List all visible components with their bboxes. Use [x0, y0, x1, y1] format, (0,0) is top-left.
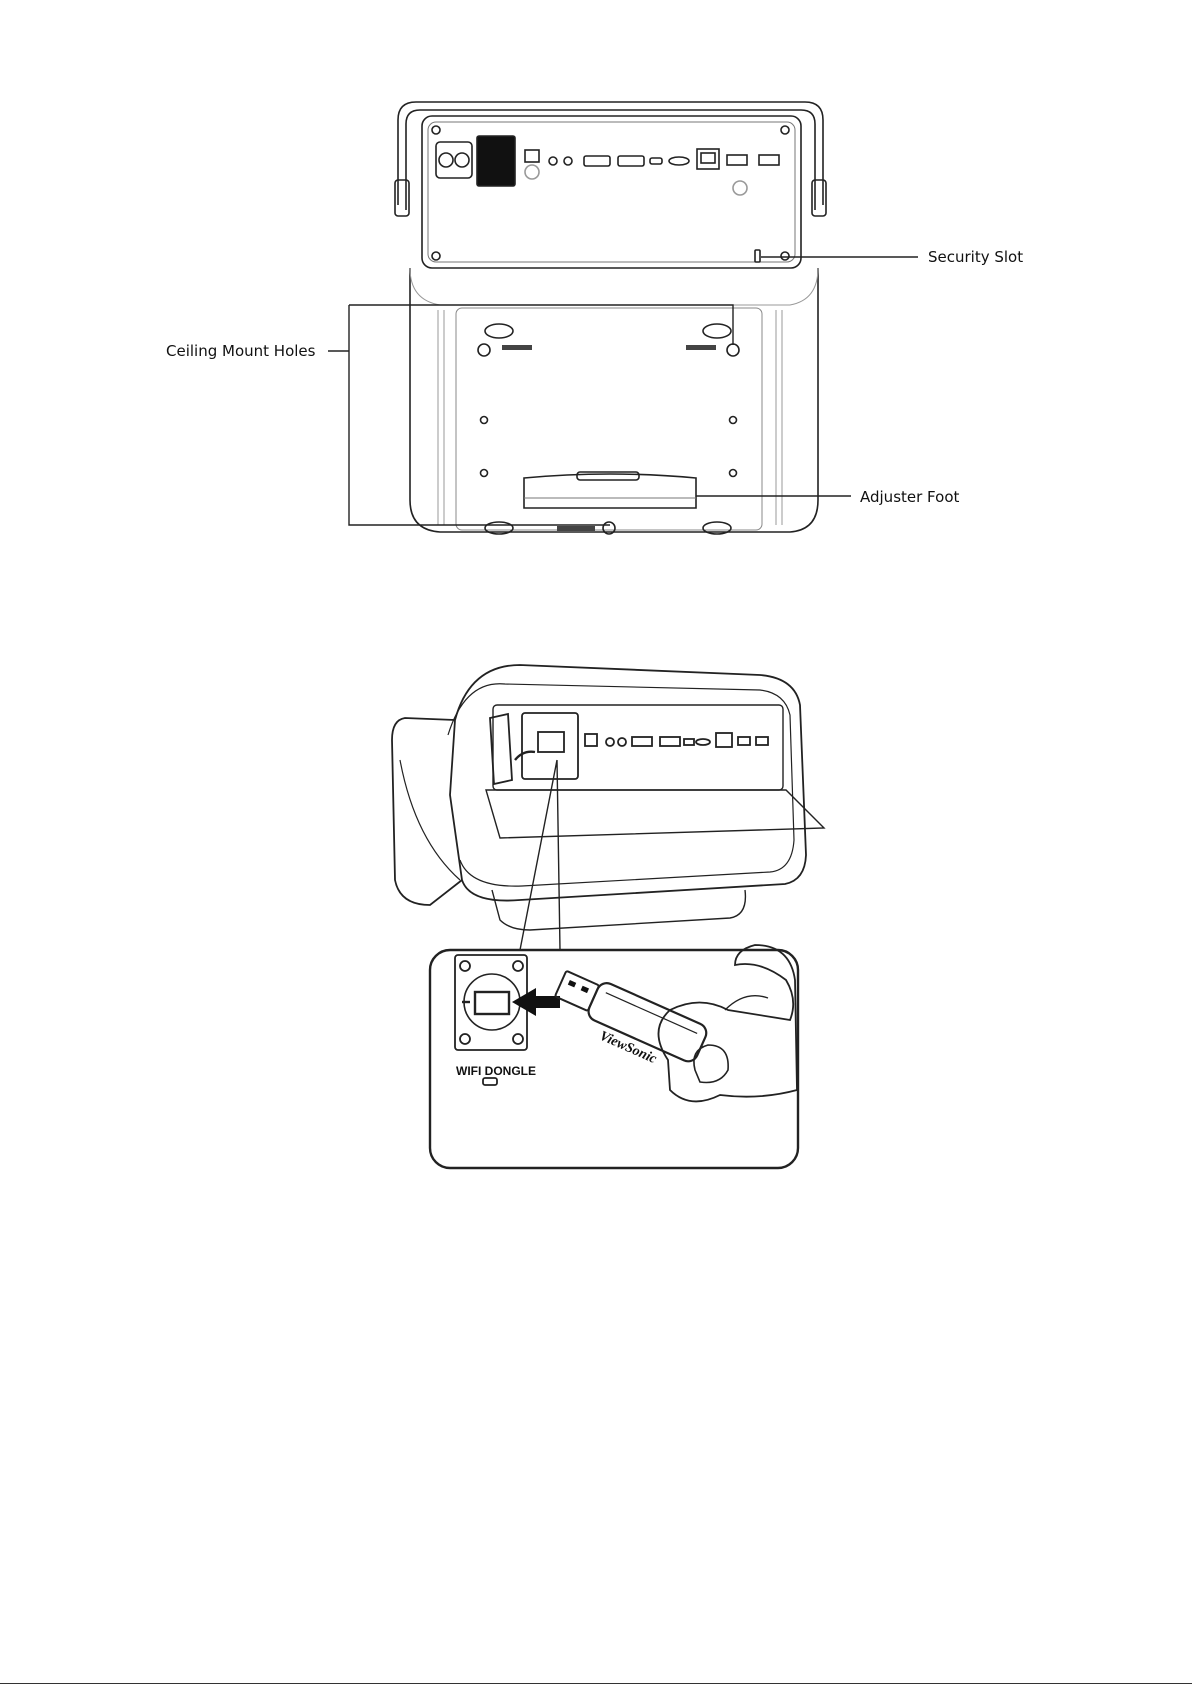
- wifi-dongle-label: WIFI DONGLE: [456, 1064, 536, 1078]
- insert-arrow-icon: [512, 988, 560, 1016]
- ceiling-mount-holes-callout: Ceiling Mount Holes: [166, 342, 315, 360]
- security-slot-callout: Security Slot: [928, 248, 1023, 266]
- security-slot-mark: [755, 250, 760, 262]
- projector-bottom-figure: [0, 0, 1192, 560]
- adjuster-foot-callout: Adjuster Foot: [860, 488, 959, 506]
- adjuster-foot-mark: [524, 474, 696, 508]
- inset-frame: [430, 950, 798, 1168]
- footer-rule: [0, 1683, 1192, 1684]
- wifi-dongle-figure: [0, 650, 1192, 1170]
- hand-illustration: [658, 945, 797, 1101]
